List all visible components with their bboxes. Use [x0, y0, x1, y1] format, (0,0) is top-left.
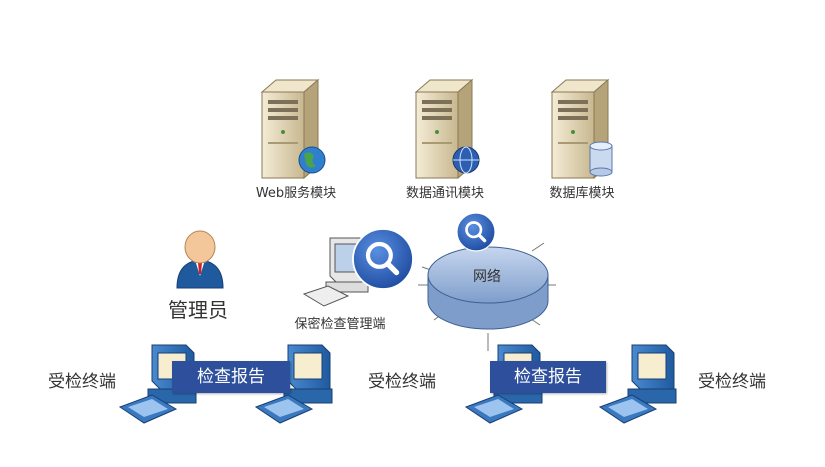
inspection-report-banner: 检查报告 [172, 361, 290, 393]
globe-icon [298, 146, 326, 174]
database-server-icon [551, 79, 613, 179]
terminal-label: 受检终端 [368, 372, 436, 392]
web-server-icon [261, 79, 326, 179]
network-search-icon [455, 211, 497, 253]
network-label: 网络 [473, 269, 501, 285]
server-label-database: 数据库模块 [549, 186, 615, 201]
management-label: 保密检查管理端 [294, 317, 386, 332]
network-globe-icon [452, 146, 480, 174]
database-icon [589, 141, 613, 177]
network-disk-icon [418, 242, 556, 351]
terminal-label: 受检终端 [698, 372, 766, 392]
admin-person-icon [176, 230, 224, 289]
terminal-pc-icon [599, 344, 677, 424]
admin-label: 管理员 [168, 298, 228, 322]
communication-server-icon [415, 79, 480, 179]
server-label-communication: 数据通讯模块 [405, 186, 485, 201]
server-label-web: Web服务模块 [255, 186, 337, 201]
search-magnifier-icon [383, 259, 384, 260]
inspection-report-banner: 检查报告 [490, 361, 606, 393]
terminal-label: 受检终端 [48, 372, 116, 392]
